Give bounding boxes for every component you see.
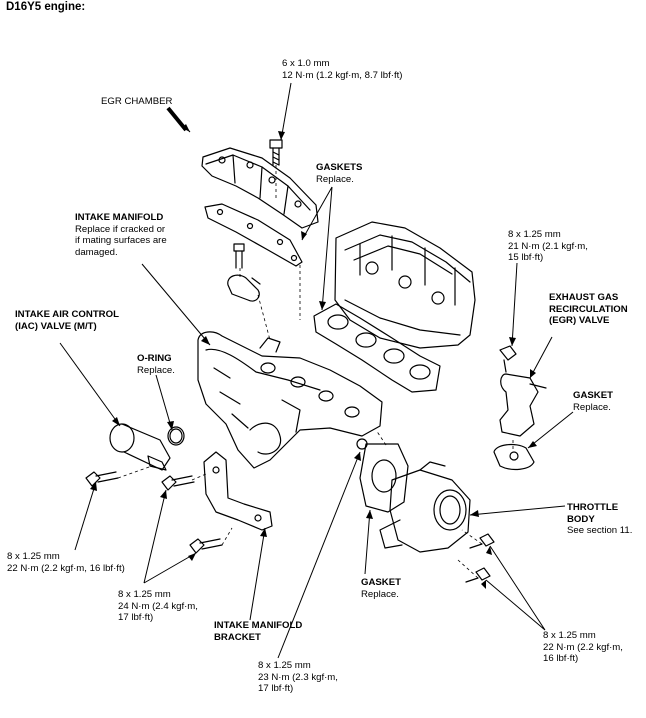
o-ring-part — [167, 426, 185, 446]
bracket-bolt-spec: 8 x 1.25 mm 24 N·m (2.4 kgf·m, 17 lbf·ft… — [118, 589, 198, 624]
clamp-part — [227, 243, 261, 302]
egr-chamber-part — [201, 147, 319, 229]
throttle-gasket-part — [359, 443, 409, 513]
throttle-body-label: THROTTLE BODY See section 11. — [567, 502, 632, 537]
bracket-line-2: BRACKET — [214, 631, 261, 643]
iac-bolt-part — [85, 471, 119, 487]
bottom-bolt-size: 8 x 1.25 mm — [258, 660, 311, 671]
intake-manifold-label: INTAKE MANIFOLD Replace if cracked or if… — [75, 212, 167, 258]
iac-bolt-torque: 22 N·m (2.2 kgf·m, 16 lbf·ft) — [7, 562, 125, 574]
top-bolt-part — [269, 139, 283, 166]
tb-gasket-label: GASKET Replace. — [361, 577, 401, 600]
egr-valve-label: EXHAUST GAS RECIRCULATION (EGR) VALVE — [549, 292, 628, 327]
iac-bolt-spec: 8 x 1.25 mm 22 N·m (2.2 kgf·m, 16 lbf·ft… — [7, 551, 125, 574]
egr-gasket-name: GASKET — [573, 390, 613, 401]
bottom-bolt-spec: 8 x 1.25 mm 23 N·m (2.3 kgf·m, 17 lbf·ft… — [258, 660, 338, 695]
iac-valve-part — [109, 423, 183, 471]
bracket-line-1: INTAKE MANIFOLD — [214, 620, 303, 631]
egr-bolt-torque-cont: 15 lbf·ft) — [508, 252, 544, 264]
intake-manifold-part — [197, 331, 383, 469]
page-title: D16Y5 engine: — [6, 1, 86, 13]
gaskets-note: Replace. — [316, 173, 354, 185]
intake-manifold-note-3: damaged. — [75, 246, 118, 258]
egr-gasket-part — [493, 443, 535, 471]
bottom-bolt-torque-cont: 17 lbf·ft) — [258, 683, 294, 695]
iac-valve-label: INTAKE AIR CONTROL (IAC) VALVE (M/T) — [15, 309, 119, 332]
intake-manifold-name: INTAKE MANIFOLD — [75, 212, 164, 223]
o-ring-name: O-RING — [137, 353, 172, 364]
bracket-part — [203, 451, 273, 531]
tb-gasket-name: GASKET — [361, 577, 401, 588]
bracket-label: INTAKE MANIFOLD BRACKET — [214, 620, 302, 643]
throttle-line-1: THROTTLE — [567, 502, 619, 513]
egr-bolt-size: 8 x 1.25 mm — [508, 229, 561, 240]
egr-bolt-spec: 8 x 1.25 mm 21 N·m (2.1 kgf·m, 15 lbf·ft… — [508, 229, 588, 264]
tb-gasket-note: Replace. — [361, 588, 399, 600]
top-bolt-spec: 6 x 1.0 mm 12 N·m (1.2 kgf·m, 8.7 lbf·ft… — [282, 58, 402, 81]
egr-valve-line-2: RECIRCULATION — [549, 303, 628, 315]
egr-gasket-note: Replace. — [573, 401, 611, 413]
o-ring-label: O-RING Replace. — [137, 353, 175, 376]
top-bolt-torque: 12 N·m (1.2 kgf·m, 8.7 lbf·ft) — [282, 69, 403, 81]
gaskets-label: GASKETS Replace. — [316, 162, 362, 185]
bracket-bolt-size: 8 x 1.25 mm — [118, 589, 171, 600]
tb-bolt-torque: 22 N·m (2.2 kgf·m, — [543, 641, 623, 653]
egr-valve-part — [499, 345, 547, 437]
iac-bolt-size: 8 x 1.25 mm — [7, 551, 60, 562]
cylinder-head-part — [334, 221, 476, 349]
manifold-gasket-part — [313, 303, 441, 393]
gaskets-name: GASKETS — [316, 162, 363, 173]
o-ring-note: Replace. — [137, 364, 175, 376]
throttle-body-part — [379, 461, 471, 553]
bracket-bolt-torque-cont: 17 lbf·ft) — [118, 612, 154, 624]
bracket-bolt-torque: 24 N·m (2.4 kgf·m, — [118, 600, 198, 612]
throttle-line-2: BODY — [567, 513, 595, 525]
iac-line-2: (IAC) VALVE (M/T) — [15, 320, 97, 332]
bottom-bolt-torque: 23 N·m (2.3 kgf·m, — [258, 671, 338, 683]
egr-chamber-label: EGR CHAMBER — [101, 96, 173, 107]
egr-valve-line-3: (EGR) VALVE — [549, 315, 610, 327]
egr-bolt-torque: 21 N·m (2.1 kgf·m, — [508, 240, 588, 252]
egr-valve-line-1: EXHAUST GAS — [549, 292, 619, 303]
tb-bolt-torque-cont: 16 lbf·ft) — [543, 653, 579, 665]
egr-gasket-label: GASKET Replace. — [573, 390, 613, 413]
tb-bolt-size: 8 x 1.25 mm — [543, 630, 596, 641]
throttle-note: See section 11. — [567, 525, 633, 537]
intake-manifold-note-2: if mating surfaces are — [75, 235, 167, 247]
egr-chamber-gasket-part — [204, 203, 303, 267]
bracket-bolt-part — [161, 475, 223, 554]
tb-bolt-spec: 8 x 1.25 mm 22 N·m (2.2 kgf·m, 16 lbf·ft… — [543, 630, 623, 665]
iac-line-1: INTAKE AIR CONTROL — [15, 309, 119, 320]
top-bolt-size: 6 x 1.0 mm — [282, 58, 330, 69]
intake-manifold-note-1: Replace if cracked or — [75, 223, 166, 235]
throttle-bolt-part — [465, 533, 495, 583]
